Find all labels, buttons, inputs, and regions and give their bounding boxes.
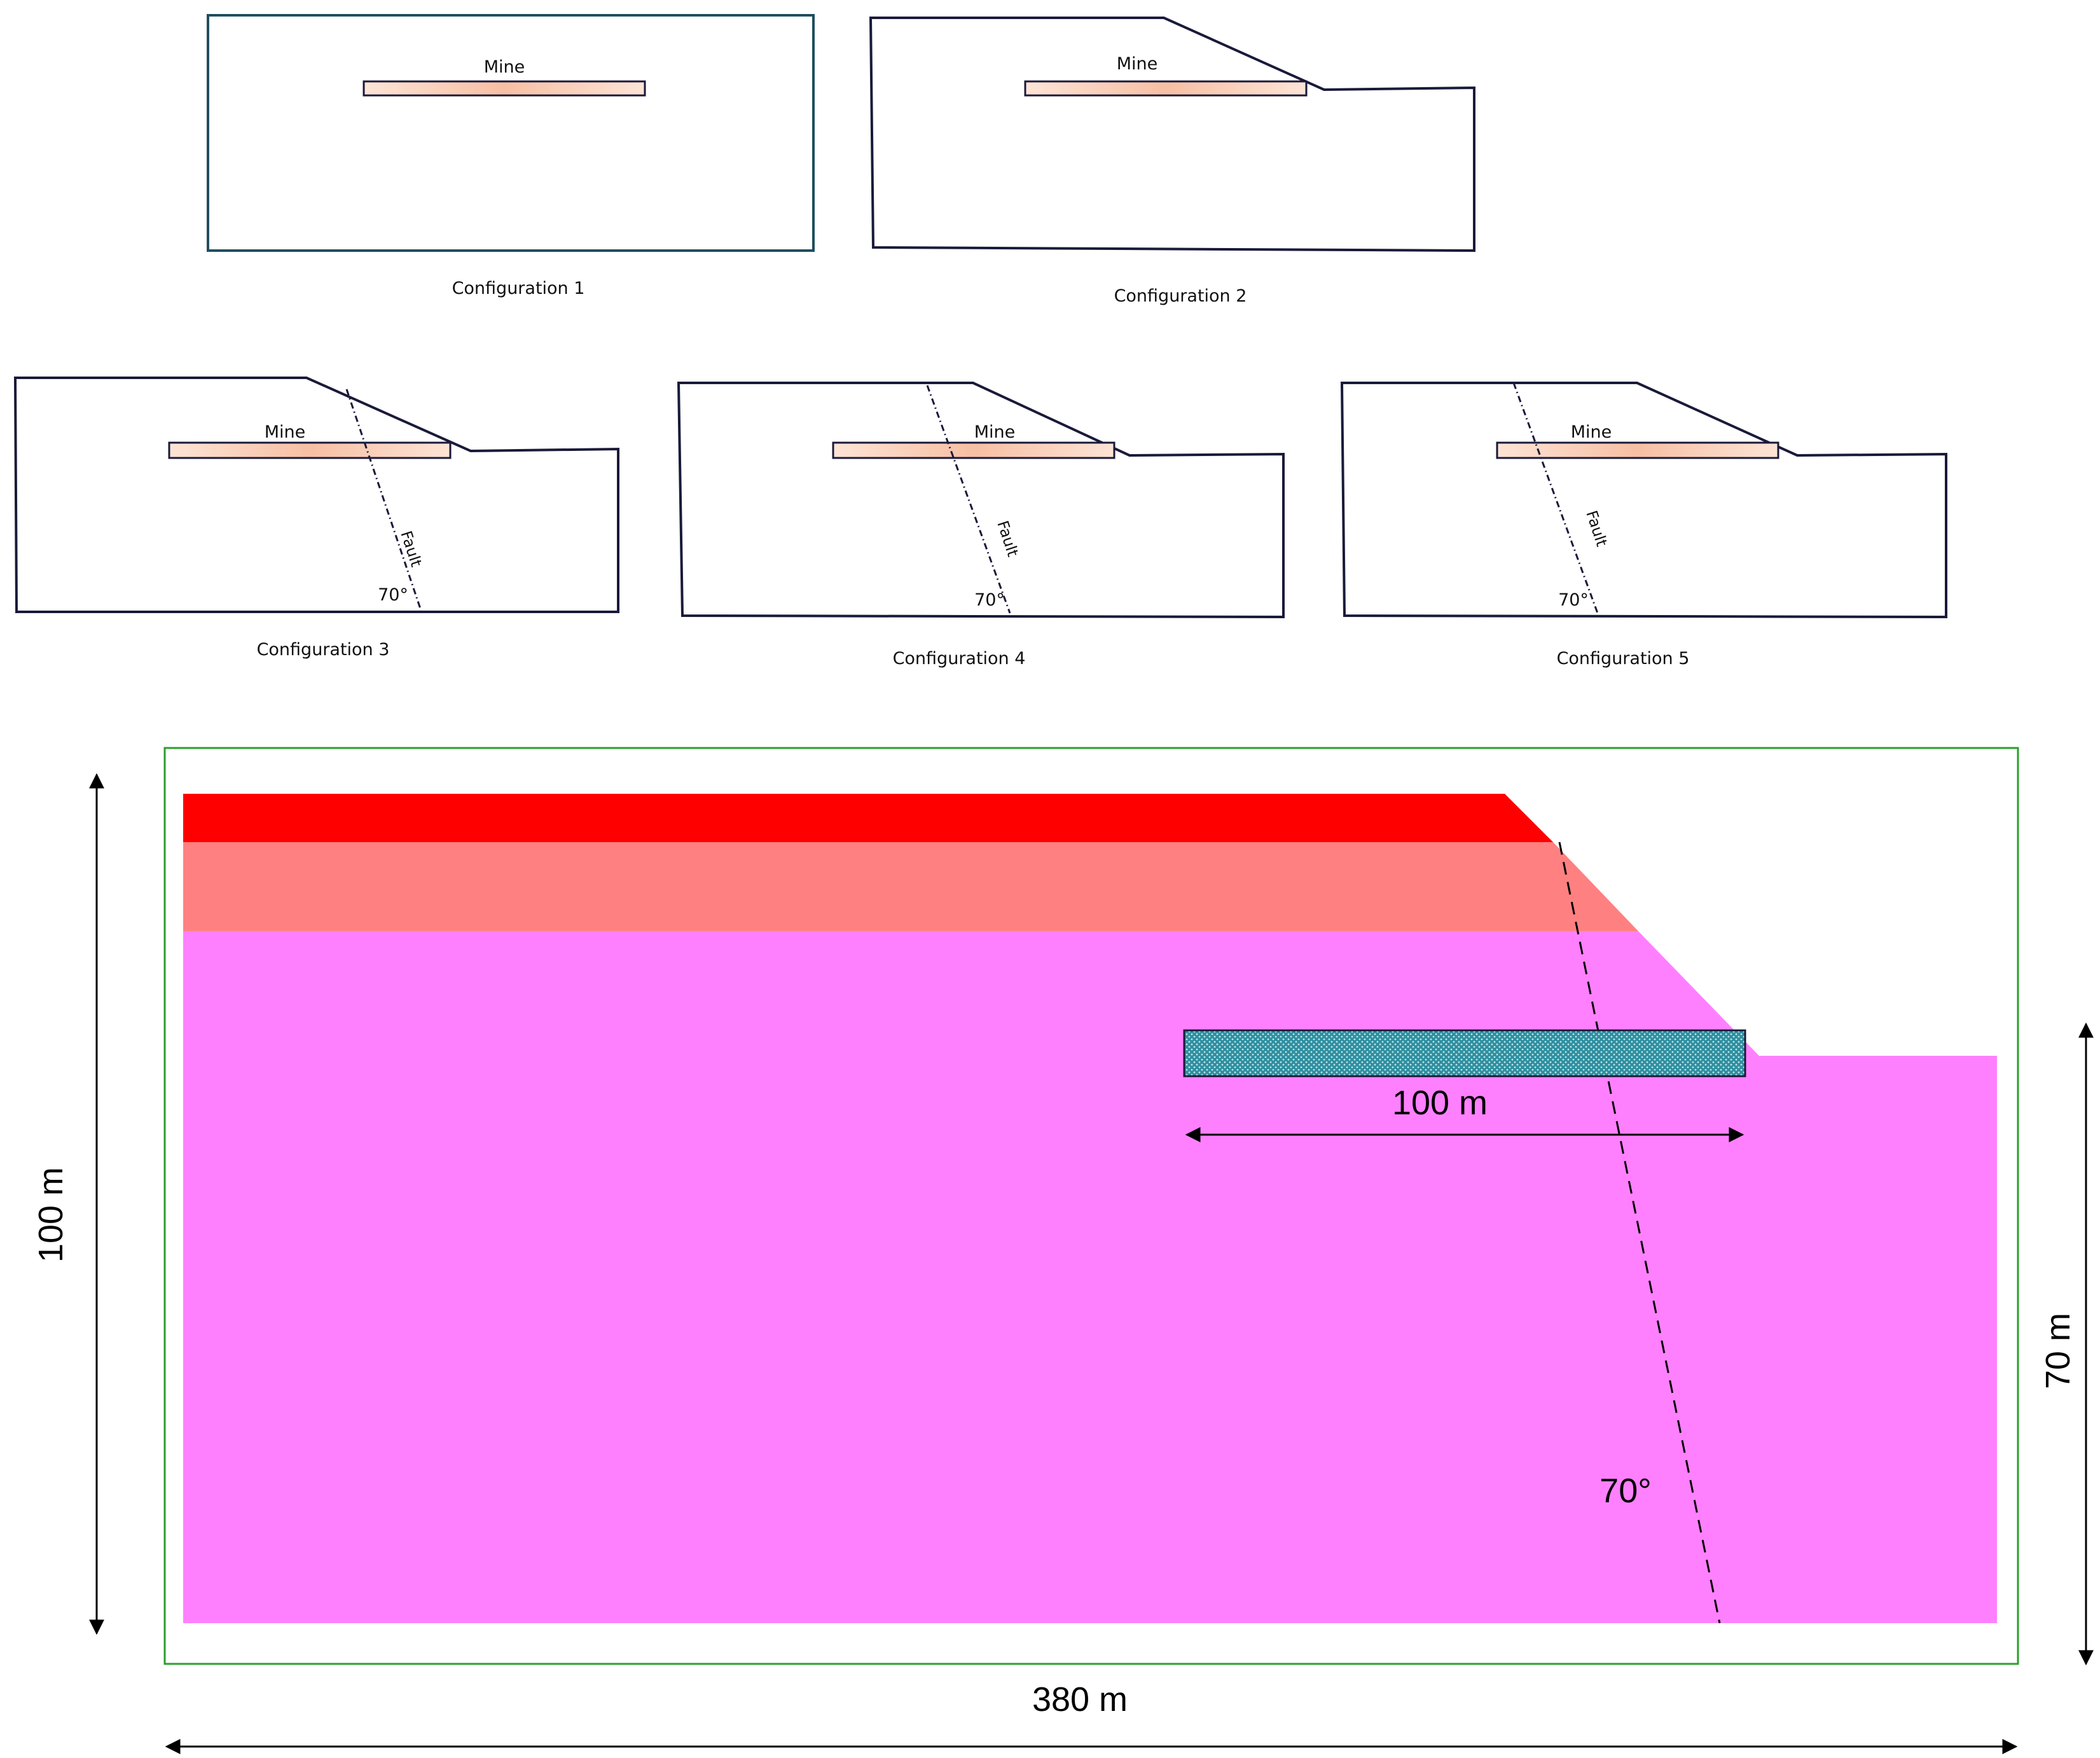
mine-length-label: 100 m: [1392, 1084, 1488, 1122]
config-3-angle-label: 70°: [378, 585, 408, 605]
config-5-outline: [1340, 382, 1947, 619]
config-2-caption: Configuration 2: [1114, 286, 1247, 306]
config-3-fault-label: Fault: [397, 529, 425, 569]
config-1-caption: Configuration 1: [452, 279, 585, 298]
config-3-mine: [168, 441, 452, 459]
config-4-caption: Configuration 4: [893, 649, 1026, 668]
width-label: 380 m: [1032, 1680, 1128, 1719]
config-5-mine: [1496, 441, 1779, 459]
config-3-fault-line: [345, 389, 422, 611]
configuration-1: Mine Configuration 1: [207, 14, 815, 298]
config-5-fault-label: Fault: [1582, 508, 1610, 548]
layer-middle: [183, 842, 1638, 931]
detail-model: 100 m 70° 100 m 70 m 380 m: [32, 747, 2094, 1754]
layer-bottom: [183, 931, 1997, 1623]
configuration-4: Mine Fault 70° Configuration 4: [677, 382, 1285, 668]
config-3-mine-label: Mine: [265, 422, 306, 442]
config-4-angle-label: 70°: [974, 590, 1005, 610]
config-5-fault-line: [1512, 382, 1599, 614]
config-3-outline: [13, 377, 619, 613]
config-4-mine: [832, 441, 1116, 459]
config-4-fault-label: Fault: [993, 518, 1021, 558]
right-height-label: 70 m: [2039, 1313, 2077, 1389]
left-height-label: 100 m: [32, 1167, 70, 1263]
config-5-angle-label: 70°: [1558, 590, 1589, 610]
config-4-mine-label: Mine: [974, 422, 1016, 442]
config-4-outline: [677, 382, 1285, 619]
config-3-caption: Configuration 3: [257, 640, 390, 660]
config-5-mine-label: Mine: [1571, 422, 1612, 442]
config-5-caption: Configuration 5: [1557, 649, 1690, 668]
mine-block: [1183, 1029, 1746, 1077]
config-1-outline: [207, 14, 815, 252]
layer-top: [183, 794, 1553, 842]
fault-angle-label: 70°: [1599, 1472, 1652, 1510]
config-2-outline: [869, 17, 1475, 253]
config-1-mine: [363, 80, 646, 97]
config-4-fault-line: [926, 385, 1011, 614]
configuration-5: Mine Fault 70° Configuration 5: [1340, 382, 1947, 668]
configuration-3: Mine Fault 70° Configuration 3: [13, 377, 619, 660]
config-1-mine-label: Mine: [484, 57, 525, 77]
config-2-mine: [1024, 80, 1308, 97]
configuration-2: Mine Configuration 2: [869, 17, 1475, 306]
detail-frame: [163, 747, 2019, 1665]
fault-line: [1558, 841, 1721, 1624]
config-2-mine-label: Mine: [1117, 54, 1158, 74]
